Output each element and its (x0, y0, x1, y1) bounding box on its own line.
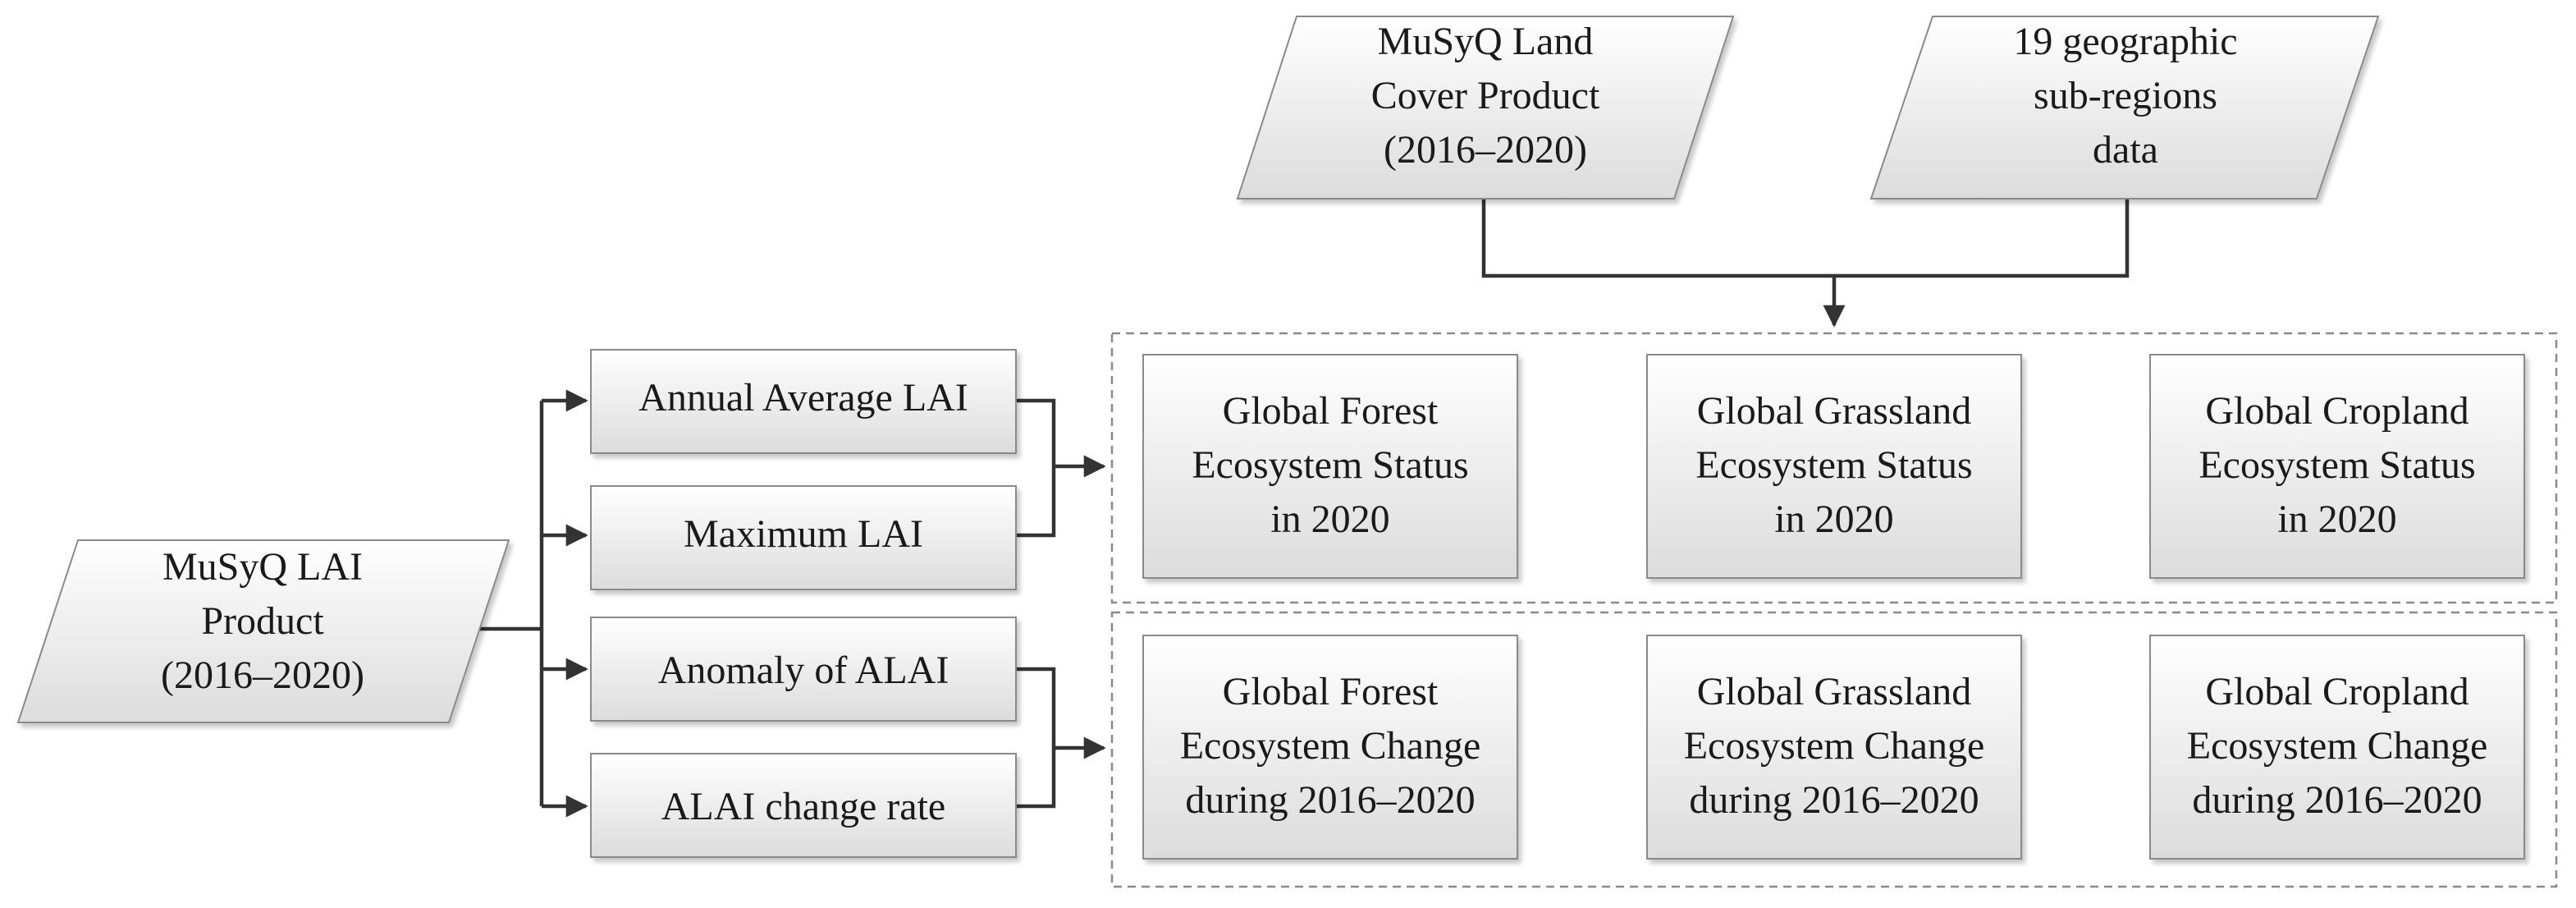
annual-average-box (590, 349, 1017, 454)
status-cropland-label-line-1: Global Cropland (2205, 389, 2468, 433)
sub-regions-shape (1869, 16, 2380, 199)
anomaly-label: Anomaly of ALAI (658, 649, 949, 692)
status-cropland-label-line-2: Ecosystem Status (2199, 443, 2475, 487)
change-rate-label-line-1: ALAI change rate (661, 785, 945, 828)
maximum-label-line-1: Maximum LAI (684, 512, 923, 556)
change-grassland-label-line-3: during 2016–2020 (1689, 778, 1979, 822)
status-grassland-label-line-2: Ecosystem Status (1695, 443, 1972, 487)
lai-product-label-line-2: Product (201, 599, 324, 643)
land-cover-label-line-3: (2016–2020) (1384, 128, 1587, 172)
indicator-maximum: Maximum LAI (590, 485, 1017, 590)
connectors (464, 199, 2130, 818)
indicator-annual-average: Annual Average LAI (590, 349, 1017, 454)
sub-regions-label-line-2: sub-regions (2034, 74, 2217, 117)
change-cropland-label-line-1: Global Cropland (2205, 670, 2468, 713)
sub-regions-label: 19 geographic sub-regions data (2013, 20, 2237, 172)
change-grassland-label-line-2: Ecosystem Change (1684, 724, 1985, 768)
sub-regions-label-line-1: 19 geographic (2013, 20, 2237, 63)
annual-average-label-line-1: Annual Average LAI (638, 376, 968, 420)
status-forest-box (1142, 354, 1518, 579)
change-grassland-box (1646, 635, 2022, 860)
change-cropland-label-line-2: Ecosystem Change (2187, 724, 2488, 768)
status-grassland-label-line-1: Global Grassland (1697, 389, 1972, 433)
status-group-frame (1110, 332, 2558, 604)
annual-average-label: Annual Average LAI (638, 376, 968, 420)
indicator-change-rate: ALAI change rate (590, 753, 1017, 858)
lai-product-shape (16, 539, 510, 723)
connector-sub-regions (1834, 199, 2130, 278)
sub-regions-label-line-3: data (2093, 128, 2158, 172)
status-forest-label-line-1: Global Forest (1223, 389, 1439, 433)
status-forest-label-line-2: Ecosystem Status (1192, 443, 1468, 487)
change-forest-label-line-3: during 2016–2020 (1185, 778, 1475, 822)
change-rate-label: ALAI change rate (661, 785, 945, 828)
change-rate-box (590, 753, 1017, 858)
status-grassland-box (1646, 354, 2022, 579)
change-grassland-label-line-1: Global Grassland (1697, 670, 1972, 713)
lai-product-label-line-1: MuSyQ LAI (162, 545, 363, 589)
connector-land-cover (1481, 199, 1834, 278)
connector-status-indicators (1016, 398, 1056, 538)
land-cover-label-line-2: Cover Product (1371, 74, 1600, 117)
change-forest-label-line-2: Ecosystem Change (1180, 724, 1481, 768)
change-cropland-label-line-3: during 2016–2020 (2192, 778, 2482, 822)
lai-product-label-line-3: (2016–2020) (161, 653, 364, 697)
maximum-label: Maximum LAI (684, 512, 923, 556)
lai-product-label: MuSyQ LAI Product (2016–2020) (161, 545, 364, 697)
change-cropland-box (2149, 635, 2525, 860)
input-lai-product: MuSyQ LAI Product (2016–2020) (16, 539, 510, 723)
status-cropland-label-line-3: in 2020 (2277, 498, 2396, 541)
anomaly-box (590, 617, 1017, 722)
status-cropland-box (2149, 354, 2525, 579)
maximum-box (590, 485, 1017, 590)
change-forest-box (1142, 635, 1518, 860)
land-cover-shape (1236, 16, 1735, 199)
status-forest-label-line-3: in 2020 (1270, 498, 1389, 541)
connector-change-indicators (1016, 667, 1056, 809)
change-forest-label-line-1: Global Forest (1223, 670, 1439, 713)
anomaly-label-line-1: Anomaly of ALAI (658, 649, 949, 692)
status-grassland-label-line-3: in 2020 (1774, 498, 1893, 541)
change-group-frame (1110, 611, 2558, 888)
indicator-anomaly: Anomaly of ALAI (590, 617, 1017, 722)
land-cover-label-line-1: MuSyQ Land (1378, 20, 1594, 63)
input-sub-regions: 19 geographic sub-regions data (1869, 16, 2380, 199)
